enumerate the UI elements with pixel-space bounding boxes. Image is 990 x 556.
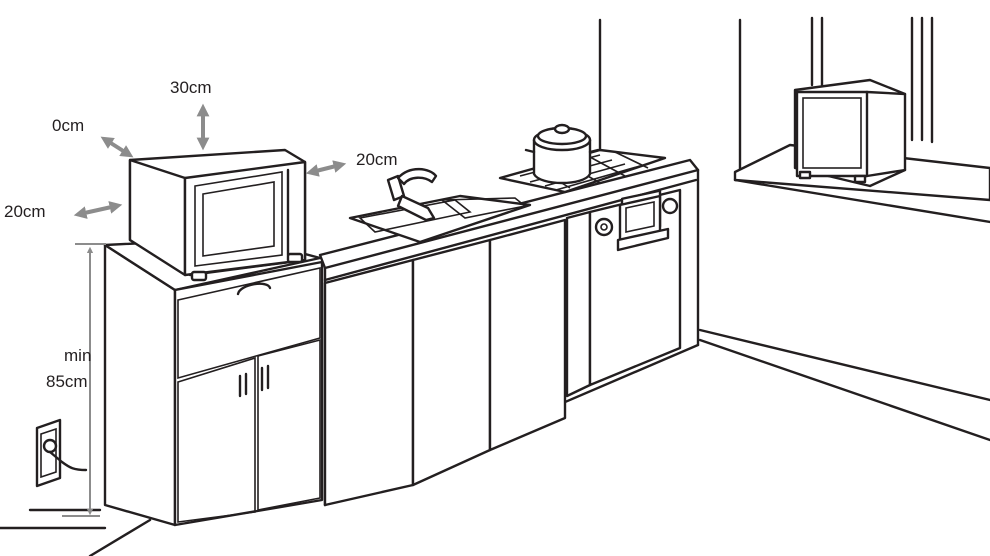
room-walls (0, 18, 990, 556)
pot-icon (524, 123, 600, 185)
arrow-side-right (305, 160, 347, 177)
arrow-side-left (100, 136, 134, 158)
label-height-min: min (64, 346, 92, 365)
label-height-value: 85cm (46, 372, 88, 391)
tv-icon (793, 78, 907, 188)
clearance-arrows (62, 103, 347, 517)
faucet-icon (386, 167, 438, 222)
label-side-right: 20cm (356, 150, 398, 169)
microwave-icon (128, 148, 307, 282)
label-back: 20cm (4, 202, 46, 221)
oven-icon (594, 189, 679, 252)
tall-cabinet (103, 236, 324, 527)
label-top: 30cm (170, 78, 212, 97)
arrow-back (73, 201, 123, 219)
wall-outlet-icon (35, 418, 88, 488)
cabinet-doors (323, 188, 682, 507)
label-side-left: 0cm (52, 116, 85, 135)
